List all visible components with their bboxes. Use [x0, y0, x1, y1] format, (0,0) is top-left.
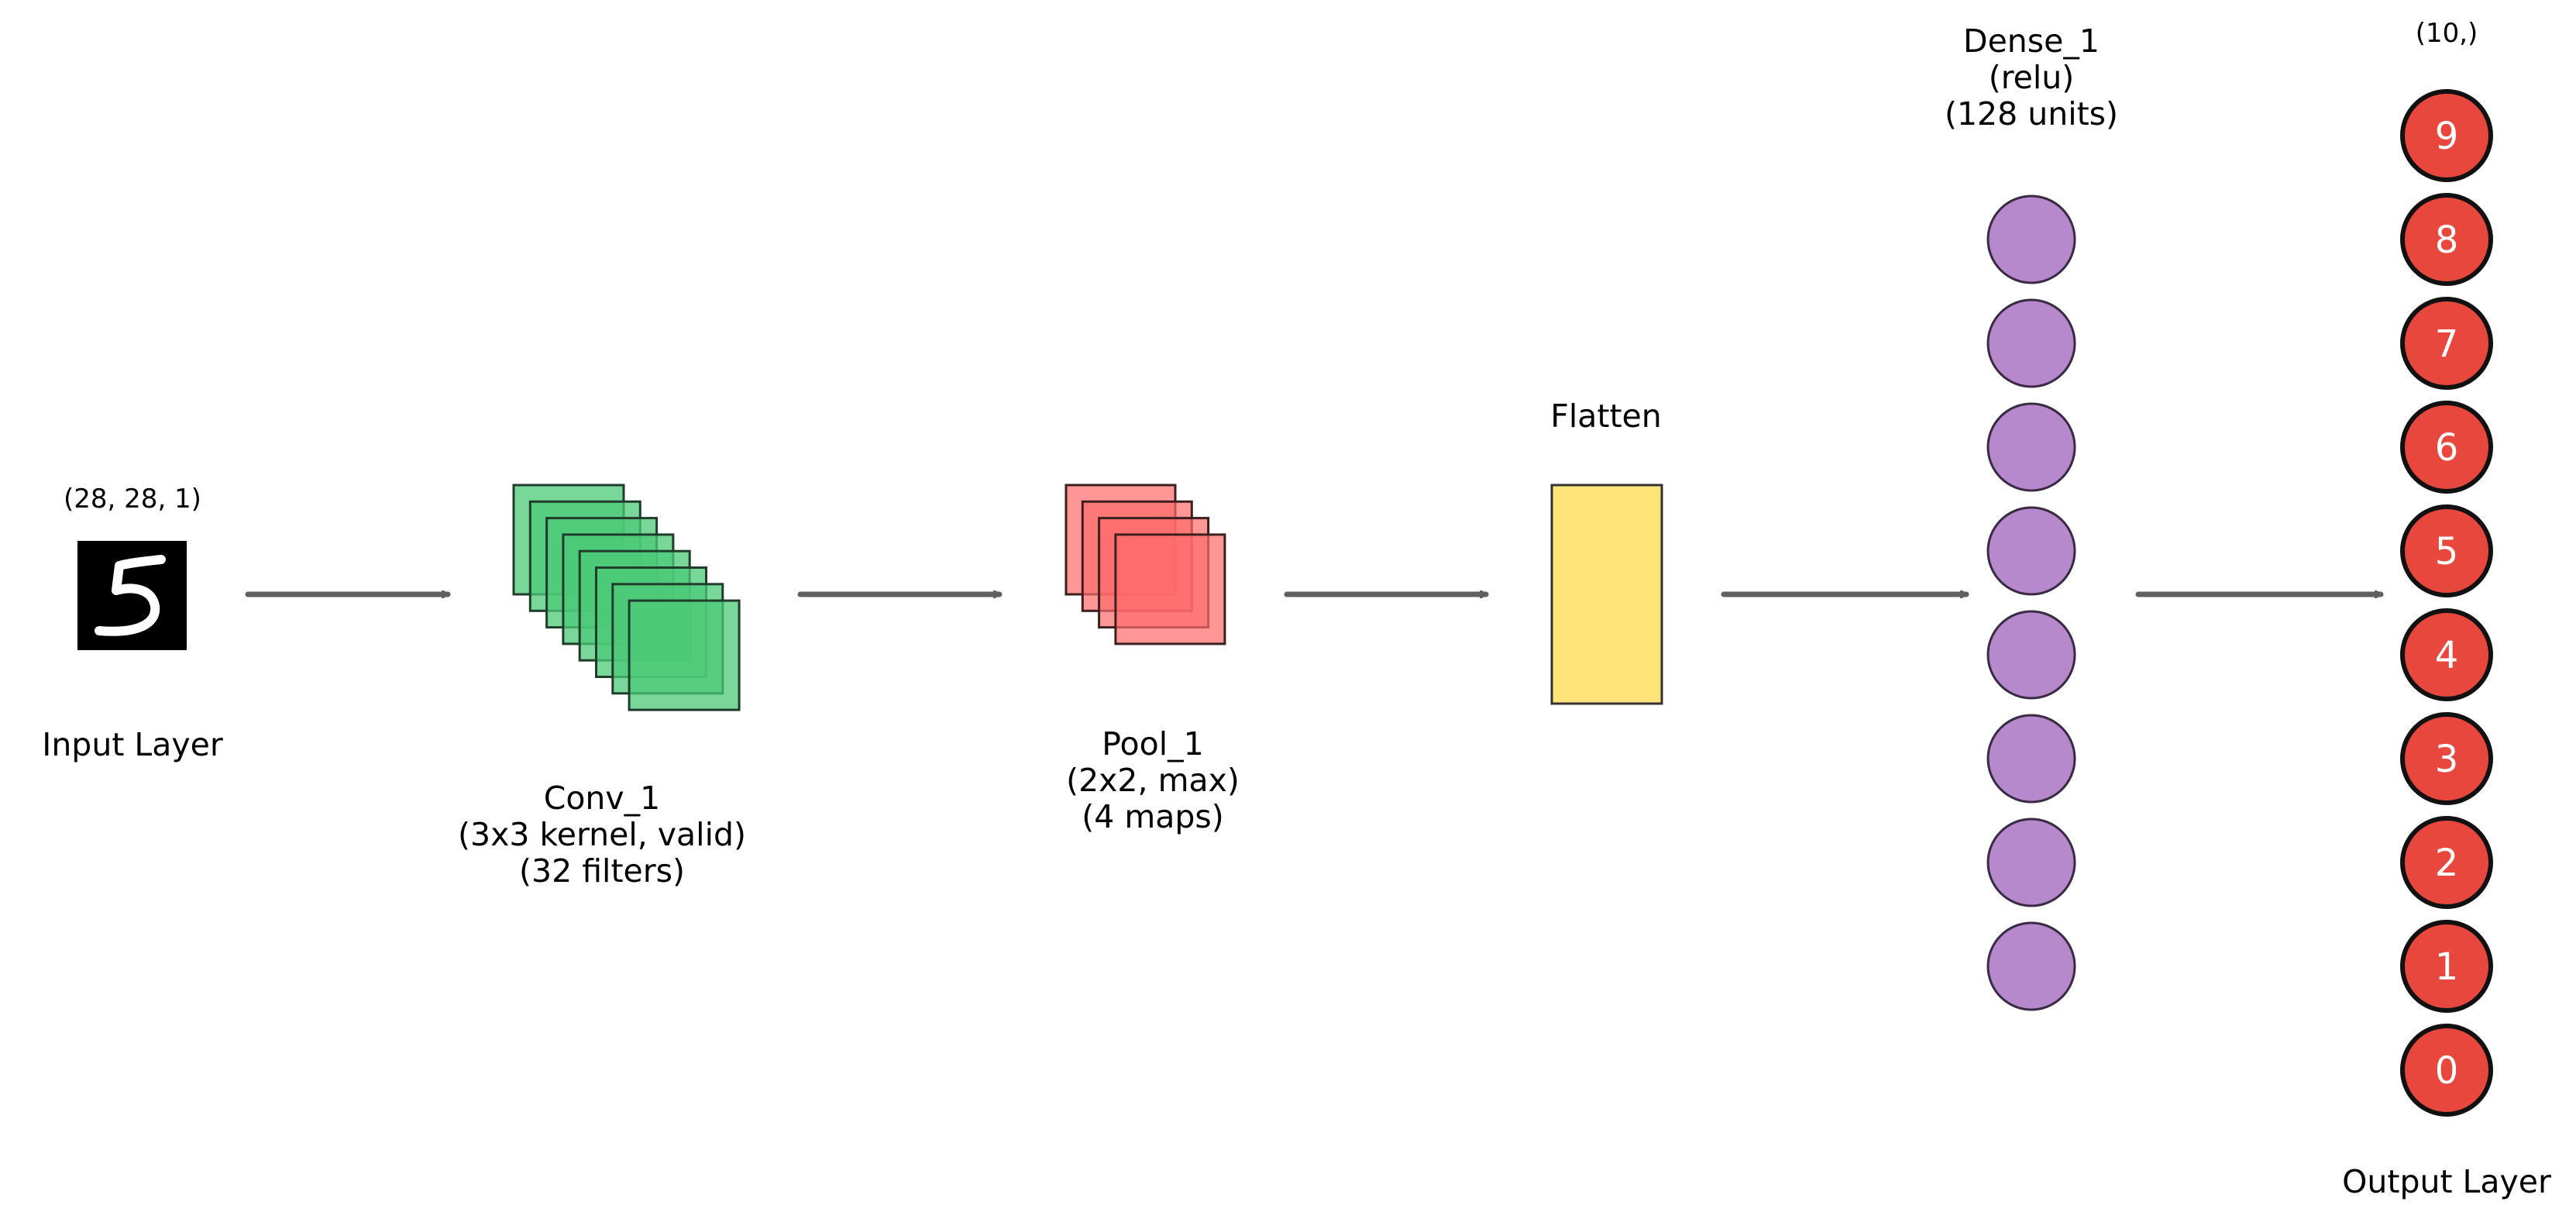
output-layer: (10,) 9 8 7 6 5 4 3 2 1 0 Output Layer [2342, 18, 2551, 1200]
output-neuron [2400, 608, 2493, 701]
dense-neuron [1986, 298, 2076, 388]
digit-five-stroke [95, 555, 166, 636]
pool-layer: Pool_1 (2x2, max) (4 maps) [1064, 484, 1240, 835]
output-shape-label: (10,) [2416, 18, 2478, 49]
output-neuron [2400, 920, 2493, 1013]
output-neuron [2400, 504, 2493, 597]
dense-layer-activation: (relu) [1989, 59, 2075, 96]
pool-layer-window: (2x2, max) [1066, 762, 1240, 799]
output-neuron [2400, 712, 2493, 805]
pool-feature-map [1114, 533, 1226, 645]
output-neurons: 9 8 7 6 5 4 3 2 1 0 [2400, 89, 2493, 1117]
dense-layer-title: Dense_1 [1963, 22, 2100, 60]
input-digit-image [77, 541, 187, 650]
flatten-vector [1550, 484, 1663, 705]
output-neuron-label: 2 [2435, 842, 2459, 885]
conv-layer: Conv_1 (3x3 kernel, valid) (32 filters) [458, 484, 746, 890]
dense-neuron [1986, 402, 2076, 492]
conv-feature-map [628, 599, 741, 711]
output-neuron-label: 1 [2435, 945, 2459, 989]
input-layer-label: Input Layer [42, 726, 223, 763]
output-neuron-label: 6 [2435, 426, 2459, 470]
conv-layer-kernel: (3x3 kernel, valid) [458, 816, 746, 853]
output-neuron [2400, 89, 2493, 182]
output-layer-label: Output Layer [2342, 1163, 2551, 1200]
flatten-layer: Flatten [1550, 398, 1663, 705]
dense-neuron [1986, 194, 2076, 284]
output-neuron [2400, 816, 2493, 909]
conv-layer-filters: (32 filters) [519, 852, 685, 890]
output-neuron-label: 7 [2435, 322, 2459, 366]
dense-neuron [1986, 714, 2076, 804]
dense-layer-units: (128 units) [1945, 95, 2118, 133]
output-neuron-label: 9 [2435, 115, 2459, 158]
input-layer: (28, 28, 1) Input Layer [42, 484, 223, 763]
output-neuron-label: 8 [2435, 219, 2459, 262]
conv-layer-title: Conv_1 [544, 780, 661, 817]
dense-neuron [1986, 506, 2076, 596]
output-neuron [2400, 1024, 2493, 1117]
output-neuron-label: 0 [2435, 1049, 2459, 1093]
output-neuron [2400, 193, 2493, 286]
dense-neuron [1986, 610, 2076, 700]
output-neuron-label: 4 [2435, 634, 2459, 677]
input-shape-label: (28, 28, 1) [64, 484, 201, 515]
pool-layer-maps: (4 maps) [1082, 798, 1224, 835]
dense-neurons [1986, 194, 2076, 1011]
dense-neuron [1986, 921, 2076, 1011]
output-neuron-label: 3 [2435, 738, 2459, 781]
dense-layer: Dense_1 (relu) (128 units) [1945, 22, 2118, 1011]
output-neuron [2400, 401, 2493, 494]
pool-feature-maps [1064, 484, 1226, 645]
output-neuron [2400, 297, 2493, 390]
pool-layer-title: Pool_1 [1102, 725, 1203, 762]
conv-feature-maps [512, 484, 741, 711]
dense-neuron [1986, 818, 2076, 907]
flatten-layer-label: Flatten [1550, 398, 1661, 435]
output-neuron-label: 5 [2435, 530, 2459, 573]
